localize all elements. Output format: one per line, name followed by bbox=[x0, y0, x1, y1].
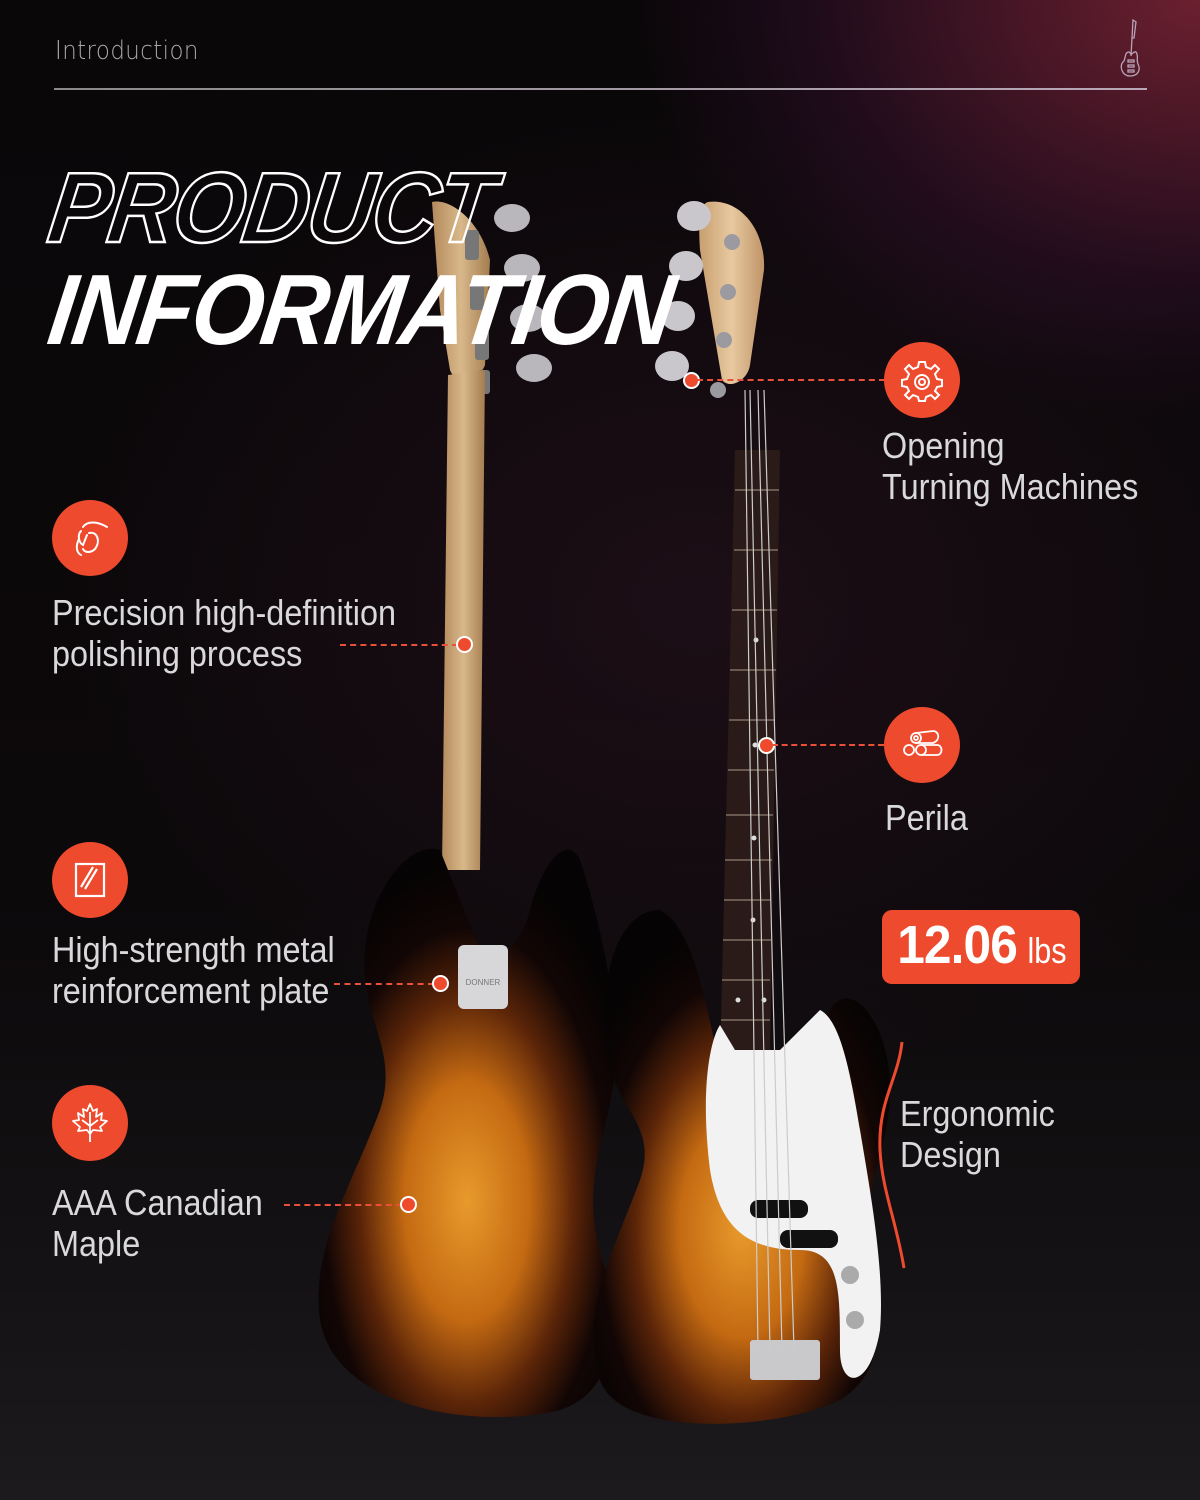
maple-leaf-icon bbox=[72, 1103, 108, 1142]
callout-dot-polishing bbox=[456, 636, 473, 653]
weight-value: 12.06 bbox=[897, 915, 1018, 975]
feature-maple-line1: AAA Canadian bbox=[52, 1182, 263, 1223]
callout-line-metal-plate bbox=[334, 983, 434, 985]
callout-line-maple bbox=[284, 1204, 402, 1206]
electric-guitar-icon bbox=[1120, 18, 1140, 77]
metal-plate-icon bbox=[74, 862, 106, 898]
callout-line-polishing bbox=[340, 644, 458, 646]
curve-line-icon bbox=[878, 1041, 906, 1269]
feature-perila-text: Perila bbox=[885, 797, 968, 838]
feature-ergonomic-line2: Design bbox=[900, 1134, 1001, 1175]
callout-dot-maple bbox=[400, 1196, 417, 1213]
feature-maple-text: AAA Canadian Maple bbox=[52, 1182, 263, 1264]
header-divider bbox=[54, 88, 1147, 90]
feature-perila-icon-badge bbox=[884, 707, 960, 783]
gear-icon bbox=[901, 361, 943, 402]
callout-dot-metal-plate bbox=[432, 975, 449, 992]
title-outline-line: PRODUCT bbox=[41, 151, 501, 265]
weight-badge: 12.06 lbs bbox=[882, 910, 1080, 984]
feature-metal-plate-line1: High-strength metal bbox=[52, 929, 335, 970]
feature-polishing-icon-badge bbox=[52, 500, 128, 576]
feature-metal-plate-line2: reinforcement plate bbox=[52, 970, 330, 1011]
polishing-hand-icon bbox=[75, 521, 108, 556]
feature-polishing-line2: polishing process bbox=[52, 633, 303, 674]
feature-tuning-line2: Turning Machines bbox=[882, 466, 1139, 507]
feature-metal-plate-icon-badge bbox=[52, 842, 128, 918]
feature-maple-line2: Maple bbox=[52, 1223, 141, 1264]
feature-tuning-line1: Opening bbox=[882, 425, 1005, 466]
feature-tuning-icon-badge bbox=[884, 342, 960, 418]
feature-maple-icon-badge bbox=[52, 1085, 128, 1161]
bass-guitars-image: DONNER bbox=[318, 201, 890, 1424]
svg-text:DONNER: DONNER bbox=[466, 978, 501, 987]
feature-ergonomic-text: Ergonomic Design bbox=[900, 1093, 1055, 1175]
feature-tuning-text: Opening Turning Machines bbox=[882, 425, 1138, 507]
wood-logs-icon bbox=[903, 730, 943, 756]
callout-line-tuning bbox=[697, 379, 885, 381]
weight-unit: lbs bbox=[1027, 930, 1067, 971]
feature-ergonomic-line1: Ergonomic bbox=[900, 1093, 1055, 1134]
callout-line-perila bbox=[772, 744, 884, 746]
title-solid-line: INFORMATION bbox=[42, 254, 680, 366]
section-label: Introduction bbox=[55, 36, 199, 66]
feature-metal-plate-text: High-strength metal reinforcement plate bbox=[52, 929, 335, 1011]
feature-polishing-text: Precision high-definition polishing proc… bbox=[52, 592, 396, 674]
feature-polishing-line1: Precision high-definition bbox=[52, 592, 396, 633]
